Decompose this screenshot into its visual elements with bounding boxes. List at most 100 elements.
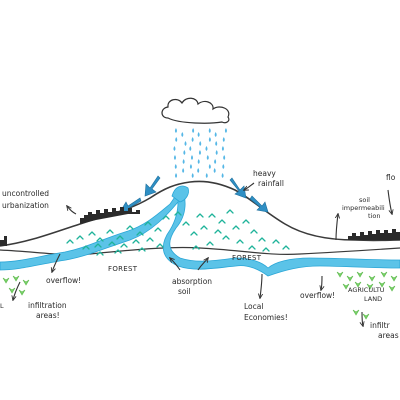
crop-mark (388, 285, 396, 292)
rain-drop (175, 173, 178, 178)
tree-mark (144, 221, 152, 226)
rain-drop (189, 164, 192, 169)
crop-mark (12, 275, 20, 282)
rain-drops (173, 128, 227, 178)
label-absorption-soil: soil (178, 287, 191, 296)
label-rainfall: rainfall (258, 179, 284, 188)
rain-drop (213, 168, 216, 173)
rain-drop (183, 150, 186, 155)
rain-drop (215, 150, 218, 155)
tree-mark (226, 209, 234, 214)
label-impermeabili: impermeabili (342, 204, 385, 212)
city-left (0, 207, 140, 246)
label-uncontrolled: uncontrolled (2, 189, 49, 198)
crop-mark (362, 313, 370, 320)
tree-mark (82, 245, 90, 250)
crop-mark (368, 275, 376, 282)
rain-drop (224, 128, 227, 133)
rain-drop (197, 132, 200, 137)
rain-drop (182, 159, 185, 164)
tree-mark (136, 231, 144, 236)
label-local: Local (244, 302, 263, 311)
rain-drop (208, 128, 211, 133)
label-infiltration-right-areas: areas (378, 331, 399, 340)
label-economies: Economies! (244, 313, 288, 322)
rain-drop (199, 141, 202, 146)
tree-mark (282, 245, 290, 250)
label-soil: soil (359, 196, 370, 204)
tree-mark (96, 251, 104, 256)
tree-mark (114, 249, 122, 254)
tree-mark (162, 215, 170, 220)
rain-drop (205, 173, 208, 178)
tree-mark (138, 247, 146, 252)
tree-mark (258, 237, 266, 242)
label-heavy: heavy (253, 169, 276, 178)
tree-mark (222, 235, 230, 240)
annotation-arrows (13, 182, 392, 326)
river (0, 187, 400, 277)
rain-drop (174, 164, 177, 169)
rain-drop (197, 168, 200, 173)
label-infiltration-left-areas: areas! (36, 311, 60, 320)
label-agricultural: AGRICULTU (348, 286, 385, 294)
tree-mark (182, 221, 190, 226)
tree-mark (248, 245, 256, 250)
tree-mark (146, 237, 154, 242)
tree-mark (242, 219, 250, 224)
rain-drop (198, 150, 201, 155)
label-absorption: absorption (172, 277, 212, 286)
crop-mark (352, 309, 360, 316)
rain-drop (208, 164, 211, 169)
rain-drop (222, 137, 225, 142)
crop-mark (18, 289, 26, 296)
rain-drop (223, 155, 226, 160)
label-left-edge: L (0, 302, 4, 310)
rain-drop (221, 173, 224, 178)
tree-mark (262, 247, 270, 252)
rain-drop (189, 146, 192, 151)
label-infiltration-left: infiltration (28, 301, 67, 310)
label-infiltration-right: infiltr (370, 321, 391, 330)
rain-drop (208, 137, 211, 142)
rain-drop (205, 146, 208, 151)
tree-mark (200, 225, 208, 230)
rain-drop (197, 159, 200, 164)
tree-mark (236, 239, 244, 244)
tree-mark (208, 213, 216, 218)
tree-mark (94, 243, 102, 248)
tree-mark (132, 239, 140, 244)
tree-mark (108, 241, 116, 246)
crop-mark (342, 283, 350, 290)
label-tion: tion (368, 212, 380, 220)
tree-mark (154, 227, 162, 232)
tree-mark (196, 213, 204, 218)
tree-mark (156, 243, 164, 248)
tree-mark (232, 225, 240, 230)
tree-mark (250, 229, 258, 234)
rain-drop (174, 128, 177, 133)
rain-drop (215, 141, 218, 146)
crop-mark (336, 271, 344, 278)
rain-drop (173, 155, 176, 160)
tree-mark (76, 235, 84, 240)
water-splash (171, 185, 189, 203)
crop-mark (390, 275, 398, 282)
rain-drop (221, 146, 224, 151)
crop-mark (356, 271, 364, 278)
city-right (348, 229, 400, 240)
label-forest-right: FOREST (232, 254, 262, 262)
tree-mark (190, 231, 198, 236)
tree-mark (88, 231, 96, 236)
rain-drop (214, 132, 217, 137)
tree-mark (174, 211, 182, 216)
tree-mark (214, 229, 222, 234)
rain-drop (191, 137, 194, 142)
tree-mark (272, 239, 280, 244)
crop-mark (8, 287, 16, 294)
tree-mark (66, 239, 74, 244)
label-flood-cut: flo (386, 173, 396, 182)
rain-drop (184, 141, 187, 146)
tree-mark (120, 243, 128, 248)
